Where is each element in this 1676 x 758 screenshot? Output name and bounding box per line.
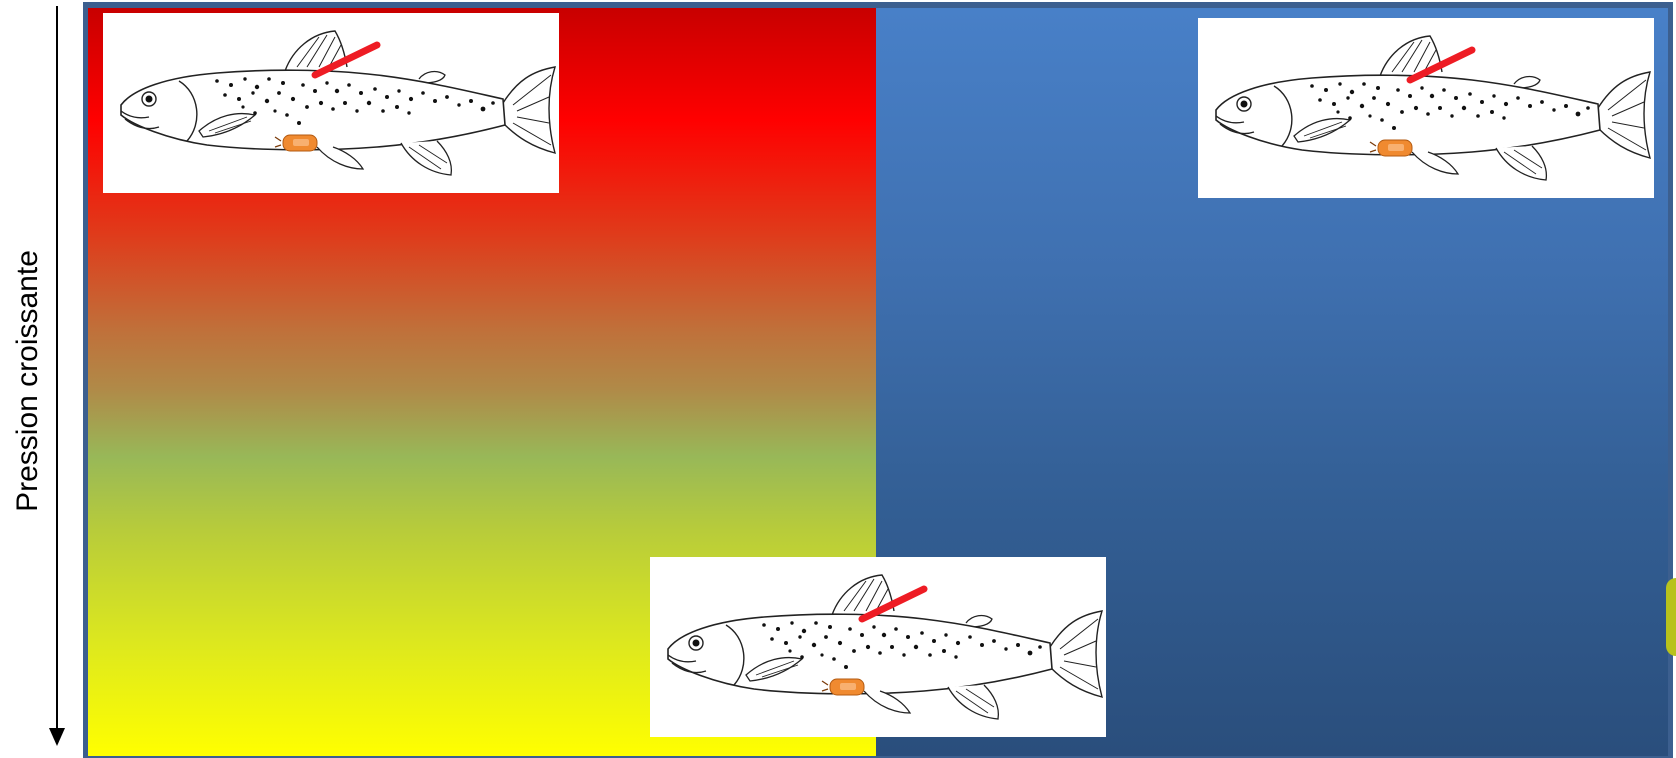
- down-arrow-icon: [46, 6, 68, 746]
- trout-icon: [103, 13, 559, 193]
- fish-card-top-right: [1198, 18, 1654, 198]
- trout-icon: [650, 557, 1106, 737]
- fish-card-top-left: [103, 13, 559, 193]
- logo-fragment: [1666, 578, 1676, 656]
- axis-label: Pression croissante: [11, 250, 45, 512]
- trout-icon: [1198, 18, 1654, 198]
- fish-card-bottom-center: [650, 557, 1106, 737]
